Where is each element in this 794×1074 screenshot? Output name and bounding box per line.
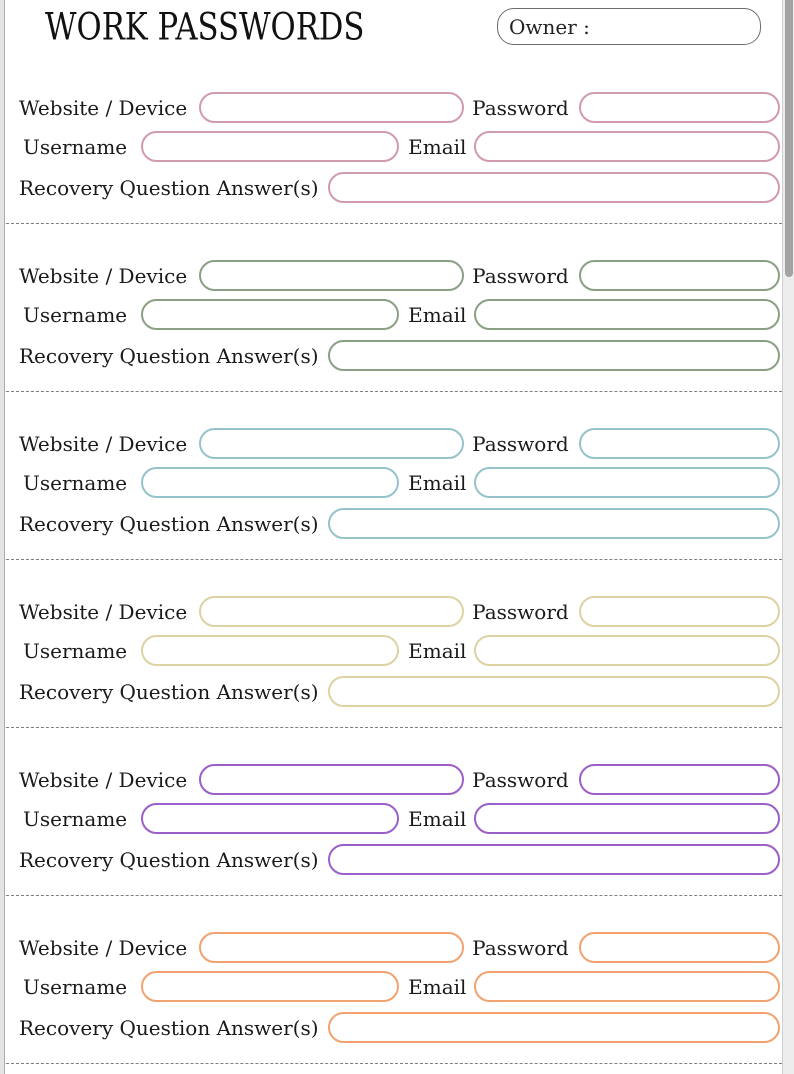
website-device-label: Website / Device — [19, 935, 188, 960]
email-label: Email — [408, 806, 467, 831]
username-email-row: Username Email — [6, 467, 780, 498]
username-label: Username — [23, 302, 128, 327]
website-device-label: Website / Device — [19, 599, 188, 624]
email-input[interactable] — [474, 131, 780, 162]
scrollbar-thumb[interactable] — [785, 0, 793, 277]
username-email-row: Username Email — [6, 971, 780, 1002]
email-input[interactable] — [474, 635, 780, 666]
username-input[interactable] — [141, 131, 400, 162]
username-label: Username — [23, 134, 128, 159]
recovery-answer-input[interactable] — [327, 676, 780, 707]
owner-field[interactable]: Owner : — [497, 8, 761, 45]
email-input[interactable] — [474, 971, 780, 1002]
password-entry-section-teal: Website / Device Password Username Email… — [6, 392, 782, 560]
recovery-row: Recovery Question Answer(s) — [6, 508, 780, 539]
email-label: Email — [408, 134, 467, 159]
username-label: Username — [23, 974, 128, 999]
username-input[interactable] — [141, 803, 400, 834]
password-label: Password — [472, 431, 569, 456]
password-sections: Website / Device Password Username Email… — [6, 62, 782, 1064]
recovery-answer-input[interactable] — [327, 1012, 780, 1043]
owner-label: Owner : — [509, 14, 590, 39]
website-device-input[interactable] — [199, 260, 465, 291]
recovery-row: Recovery Question Answer(s) — [6, 172, 780, 203]
recovery-question-label: Recovery Question Answer(s) — [19, 1015, 319, 1040]
username-input[interactable] — [141, 467, 400, 498]
email-label: Email — [408, 974, 467, 999]
password-input[interactable] — [578, 932, 780, 963]
website-password-row: Website / Device Password — [6, 260, 780, 291]
website-device-label: Website / Device — [19, 767, 188, 792]
page-header: WORK PASSWORDS Owner : — [6, 0, 782, 62]
recovery-question-label: Recovery Question Answer(s) — [19, 175, 319, 200]
website-device-input[interactable] — [199, 596, 465, 627]
recovery-answer-input[interactable] — [327, 340, 780, 371]
password-input[interactable] — [578, 764, 780, 795]
recovery-answer-input[interactable] — [327, 844, 780, 875]
website-password-row: Website / Device Password — [6, 428, 780, 459]
recovery-question-label: Recovery Question Answer(s) — [19, 847, 319, 872]
website-device-label: Website / Device — [19, 263, 188, 288]
password-form-page: WORK PASSWORDS Owner : Website / Device … — [6, 0, 782, 1064]
username-input[interactable] — [141, 971, 400, 1002]
password-entry-section-yellow: Website / Device Password Username Email… — [6, 560, 782, 728]
username-input[interactable] — [141, 635, 400, 666]
website-device-input[interactable] — [199, 428, 465, 459]
website-password-row: Website / Device Password — [6, 932, 780, 963]
website-device-input[interactable] — [199, 764, 465, 795]
website-password-row: Website / Device Password — [6, 92, 780, 123]
password-label: Password — [472, 599, 569, 624]
email-label: Email — [408, 302, 467, 327]
email-label: Email — [408, 470, 467, 495]
page-title: WORK PASSWORDS — [45, 5, 365, 49]
recovery-row: Recovery Question Answer(s) — [6, 844, 780, 875]
username-label: Username — [23, 638, 128, 663]
username-email-row: Username Email — [6, 635, 780, 666]
recovery-answer-input[interactable] — [327, 172, 780, 203]
recovery-row: Recovery Question Answer(s) — [6, 676, 780, 707]
password-label: Password — [472, 263, 569, 288]
email-input[interactable] — [474, 467, 780, 498]
email-input[interactable] — [474, 803, 780, 834]
website-device-label: Website / Device — [19, 95, 188, 120]
recovery-answer-input[interactable] — [327, 508, 780, 539]
recovery-row: Recovery Question Answer(s) — [6, 340, 780, 371]
page-left-edge — [0, 0, 5, 1074]
email-label: Email — [408, 638, 467, 663]
password-label: Password — [472, 767, 569, 792]
recovery-question-label: Recovery Question Answer(s) — [19, 511, 319, 536]
password-entry-section-orange: Website / Device Password Username Email… — [6, 896, 782, 1064]
recovery-question-label: Recovery Question Answer(s) — [19, 343, 319, 368]
website-device-input[interactable] — [199, 92, 465, 123]
password-entry-section-purple: Website / Device Password Username Email… — [6, 728, 782, 896]
website-password-row: Website / Device Password — [6, 764, 780, 795]
website-device-input[interactable] — [199, 932, 465, 963]
password-input[interactable] — [578, 428, 780, 459]
recovery-row: Recovery Question Answer(s) — [6, 1012, 780, 1043]
password-label: Password — [472, 95, 569, 120]
scrollbar-track[interactable] — [782, 0, 794, 1074]
username-input[interactable] — [141, 299, 400, 330]
password-label: Password — [472, 935, 569, 960]
username-label: Username — [23, 806, 128, 831]
username-email-row: Username Email — [6, 803, 780, 834]
password-input[interactable] — [578, 260, 780, 291]
username-label: Username — [23, 470, 128, 495]
recovery-question-label: Recovery Question Answer(s) — [19, 679, 319, 704]
email-input[interactable] — [474, 299, 780, 330]
password-entry-section-green: Website / Device Password Username Email… — [6, 224, 782, 392]
website-password-row: Website / Device Password — [6, 596, 780, 627]
password-input[interactable] — [578, 596, 780, 627]
password-entry-section-pink: Website / Device Password Username Email… — [6, 62, 782, 224]
username-email-row: Username Email — [6, 299, 780, 330]
website-device-label: Website / Device — [19, 431, 188, 456]
password-input[interactable] — [578, 92, 780, 123]
username-email-row: Username Email — [6, 131, 780, 162]
